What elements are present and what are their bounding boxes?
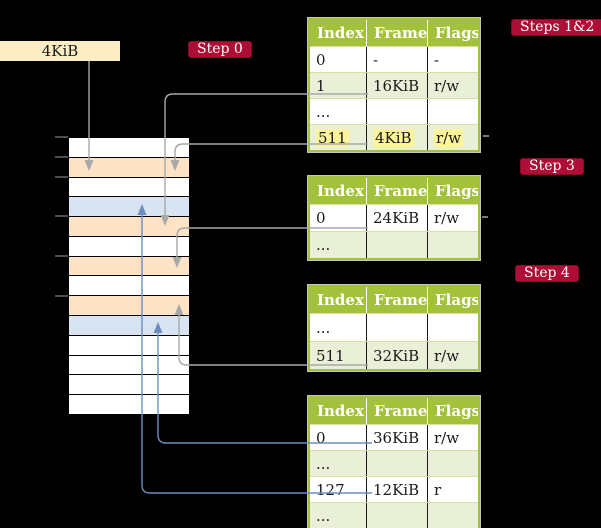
table-header-row: Index Frame Flags bbox=[310, 287, 478, 313]
cell-frame: - bbox=[366, 47, 427, 72]
cell-flags: r/w bbox=[427, 205, 478, 231]
cell-frame: 36KiB bbox=[366, 425, 427, 450]
column-header-frame: Frame bbox=[366, 20, 427, 46]
table-row: ... bbox=[310, 450, 478, 476]
cell-flags: r/w bbox=[427, 73, 478, 98]
cell-index: 1 bbox=[316, 76, 326, 95]
frame-size-label: 4KiB bbox=[0, 41, 120, 61]
memory-frame-row bbox=[69, 235, 189, 256]
table-header-row: Index Frame Flags bbox=[310, 20, 478, 46]
memory-frame-row bbox=[69, 196, 189, 217]
table-row: 0 24KiB r/w bbox=[310, 204, 478, 231]
cell-index: ... bbox=[316, 236, 331, 254]
badge-step-3: Step 3 bbox=[520, 158, 584, 175]
page-table-2: Index Frame Flags 0 24KiB r/w ... bbox=[308, 176, 480, 260]
cell-index: 0 bbox=[316, 428, 326, 447]
memory-frame-row bbox=[69, 394, 189, 414]
cell-flags bbox=[427, 232, 478, 258]
memory-frame-row bbox=[69, 216, 189, 236]
column-header-index: Index bbox=[317, 182, 364, 200]
cell-flags bbox=[427, 314, 478, 341]
cell-frame bbox=[366, 232, 427, 258]
cell-flags: r/w bbox=[427, 125, 478, 150]
table-row: ... bbox=[310, 98, 478, 124]
table-row: ... bbox=[310, 231, 478, 258]
memory-frame-row bbox=[69, 176, 189, 197]
memory-frame-row bbox=[69, 354, 189, 375]
highlight-mark: 4KiB bbox=[373, 128, 414, 147]
column-header-flags: Flags bbox=[427, 178, 478, 204]
cell-frame bbox=[366, 451, 427, 476]
memory-frame-row bbox=[69, 295, 189, 316]
table-row: 1 16KiB r/w bbox=[310, 72, 478, 98]
column-header-index: Index bbox=[317, 402, 364, 420]
memory-frame-row bbox=[69, 156, 189, 177]
cell-flags bbox=[427, 99, 478, 124]
cell-frame: 32KiB bbox=[366, 342, 427, 369]
cell-index: 127 bbox=[316, 480, 345, 499]
table-row: 0 - - bbox=[310, 46, 478, 72]
memory-frame-row bbox=[69, 255, 189, 276]
column-header-flags: Flags bbox=[427, 398, 478, 424]
cell-index: ... bbox=[316, 506, 331, 525]
page-table-4: Index Frame Flags 0 36KiB r/w ... 127 12… bbox=[308, 396, 480, 528]
table-row-highlighted: 511 4KiB r/w bbox=[310, 124, 478, 150]
badge-step-4: Step 4 bbox=[515, 265, 579, 282]
cell-index: ... bbox=[316, 102, 331, 121]
memory-frame-row bbox=[69, 275, 189, 296]
column-header-frame: Frame bbox=[366, 287, 427, 313]
cell-frame: 24KiB bbox=[366, 205, 427, 231]
table-row: ... bbox=[310, 313, 478, 341]
page-table-1: Index Frame Flags 0 - - 1 16KiB r/w ... … bbox=[308, 18, 480, 152]
column-header-frame: Frame bbox=[366, 398, 427, 424]
memory-frame-row bbox=[69, 334, 189, 355]
cell-flags: - bbox=[427, 47, 478, 72]
cell-frame: 12KiB bbox=[366, 477, 427, 502]
cell-index: 511 bbox=[310, 125, 366, 150]
cell-frame bbox=[366, 314, 427, 341]
cell-frame bbox=[366, 503, 427, 528]
badge-steps-1-2: Steps 1&2 bbox=[511, 19, 601, 36]
table-header-row: Index Frame Flags bbox=[310, 398, 478, 424]
cell-frame: 4KiB bbox=[366, 125, 427, 150]
cell-index: ... bbox=[316, 454, 331, 473]
cell-frame bbox=[366, 99, 427, 124]
column-header-flags: Flags bbox=[427, 20, 478, 46]
cell-index: 0 bbox=[316, 50, 326, 69]
table-row: ... bbox=[310, 502, 478, 528]
cell-flags bbox=[427, 503, 478, 528]
table-row: 511 32KiB r/w bbox=[310, 341, 478, 369]
highlight-mark: r/w bbox=[434, 128, 464, 147]
memory-frame-row bbox=[69, 138, 189, 157]
cell-flags: r/w bbox=[427, 342, 478, 369]
memory-frame-row bbox=[69, 374, 189, 395]
page-table-3: Index Frame Flags ... 511 32KiB r/w bbox=[308, 285, 480, 371]
column-header-index: Index bbox=[317, 24, 364, 42]
cell-index: 0 bbox=[316, 209, 326, 227]
memory-frame-row bbox=[69, 315, 189, 335]
table-row: 0 36KiB r/w bbox=[310, 424, 478, 450]
column-header-index: Index bbox=[317, 291, 364, 309]
table-row: 127 12KiB r bbox=[310, 476, 478, 502]
cell-frame: 16KiB bbox=[366, 73, 427, 98]
cell-index: 511 bbox=[316, 346, 345, 365]
table-header-row: Index Frame Flags bbox=[310, 178, 478, 204]
memory-stack bbox=[68, 137, 190, 415]
cell-flags bbox=[427, 451, 478, 476]
cell-index: ... bbox=[316, 318, 331, 337]
cell-flags: r bbox=[427, 477, 478, 502]
cell-flags: r/w bbox=[427, 425, 478, 450]
highlight-mark: 511 bbox=[316, 128, 349, 147]
badge-step-0: Step 0 bbox=[188, 41, 252, 58]
column-header-flags: Flags bbox=[427, 287, 478, 313]
column-header-frame: Frame bbox=[366, 178, 427, 204]
